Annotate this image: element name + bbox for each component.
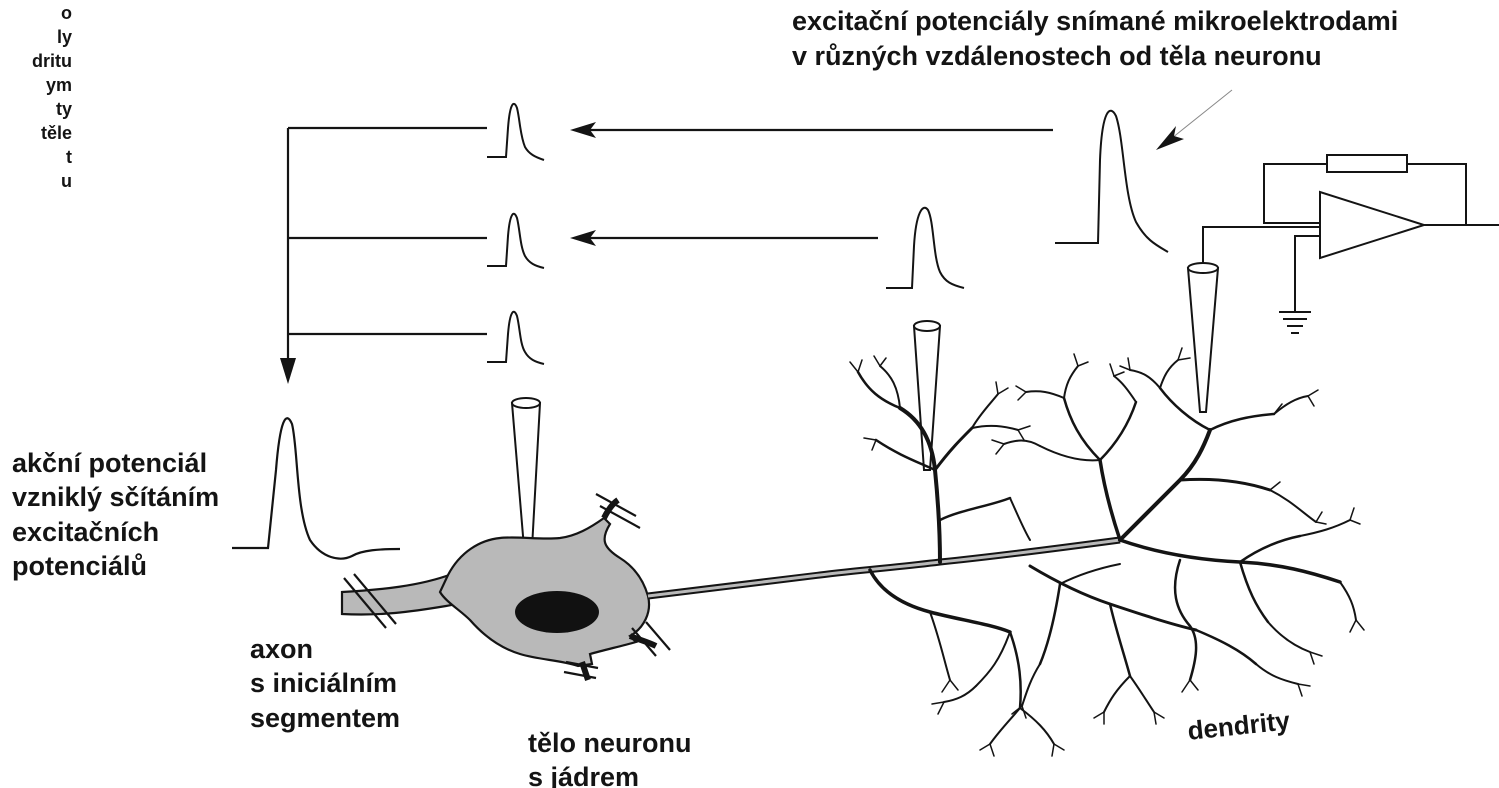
action-potential-caption-line-1: akční potenciál — [12, 446, 219, 480]
epsp-trace-middle — [487, 214, 544, 268]
soma-caption: tělo neuronu s jádrem — [528, 726, 692, 788]
action-potential-trace — [232, 418, 400, 558]
cut-off-line: t — [0, 146, 72, 170]
nucleus — [515, 591, 599, 633]
soma-caption-line-2: s jádrem — [528, 760, 692, 788]
feedback-wire-left — [1264, 164, 1327, 223]
cut-off-line: o — [0, 2, 72, 26]
ground-icon — [1279, 312, 1311, 333]
microelectrode-icon-soma — [512, 398, 540, 548]
epsp-trace-bottom — [487, 312, 544, 364]
title-pointer-arrowhead — [1156, 126, 1184, 150]
summation-lines — [288, 128, 487, 370]
neuron — [342, 348, 1364, 756]
amplifier-icon — [1320, 192, 1424, 258]
epsp-trace-dendrite-distal — [1055, 111, 1168, 252]
epsp-trace-dendrite-mid — [886, 208, 964, 288]
axon-caption-line-3: segmentem — [250, 701, 400, 735]
action-potential-caption: akční potenciál vzniklý sčítáním excitač… — [12, 446, 219, 583]
feedback-wire-right — [1407, 164, 1466, 225]
microelectrode-icon-dendrite-distal — [1188, 263, 1218, 412]
cut-off-line: těle — [0, 122, 72, 146]
summation-arrowhead — [280, 358, 296, 384]
title-pointer-line — [1172, 90, 1232, 138]
epsp-caption-line-1: excitační potenciály snímané mikroelektr… — [792, 4, 1398, 39]
amplifier-circuit — [1203, 155, 1499, 333]
resistor-icon — [1327, 155, 1407, 172]
cut-off-line: u — [0, 170, 72, 194]
axon-caption-line-2: s iniciálním — [250, 666, 400, 700]
electrode-wire — [1203, 227, 1320, 268]
axon-caption: axon s iniciálním segmentem — [250, 632, 400, 735]
epsp-trace-top — [487, 104, 544, 160]
action-potential-caption-line-2: vzniklý sčítáním — [12, 480, 219, 514]
cut-off-line: dritu — [0, 50, 72, 74]
cut-off-line: ym — [0, 74, 72, 98]
microelectrode-icon-dendrite-mid — [914, 321, 940, 470]
cut-off-line: ty — [0, 98, 72, 122]
cut-off-line: ly — [0, 26, 72, 50]
epsp-caption: excitační potenciály snímané mikroelektr… — [792, 4, 1398, 74]
epsp-caption-line-2: v různých vzdálenostech od těla neuronu — [792, 39, 1398, 74]
cut-off-side-text: o ly dritu ym ty těle t u — [0, 2, 72, 194]
action-potential-caption-line-4: potenciálů — [12, 549, 219, 583]
ground-wire — [1295, 236, 1320, 312]
axon-caption-line-1: axon — [250, 632, 400, 666]
action-potential-caption-line-3: excitačních — [12, 515, 219, 549]
soma-caption-line-1: tělo neuronu — [528, 726, 692, 760]
